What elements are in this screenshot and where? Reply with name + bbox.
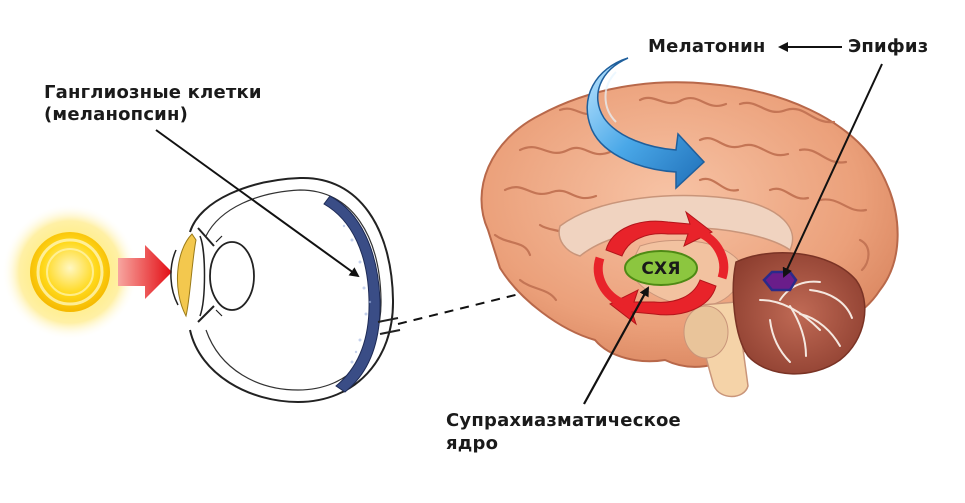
- ganglion-cells-label: Ганглиозные клетки: [44, 82, 262, 103]
- curved-arrow-icon: [586, 57, 706, 190]
- melatonin-label: Мелатонин: [648, 36, 766, 57]
- scn-abbreviation: СХЯ: [641, 259, 681, 279]
- ganglion-pointer: [155, 129, 360, 278]
- scn-nucleus: [624, 250, 698, 286]
- epiphysis-label: Эпифиз: [848, 36, 929, 57]
- brain-diagram: [480, 81, 899, 398]
- scn-label: Супрахиазматическое: [446, 410, 681, 431]
- sun-icon: [2, 204, 138, 340]
- epiphysis-pointer: [782, 63, 883, 278]
- eye-diagram: [170, 176, 401, 404]
- cerebellum: [732, 252, 866, 375]
- scn-pointer: [583, 286, 649, 405]
- melanopsin-label: (меланопсин): [44, 104, 189, 125]
- light-arrow-icon: [118, 245, 172, 299]
- circular-arrows-icon: [593, 210, 729, 326]
- pineal-gland: [762, 270, 798, 292]
- scn-label-line2: ядро: [446, 433, 499, 454]
